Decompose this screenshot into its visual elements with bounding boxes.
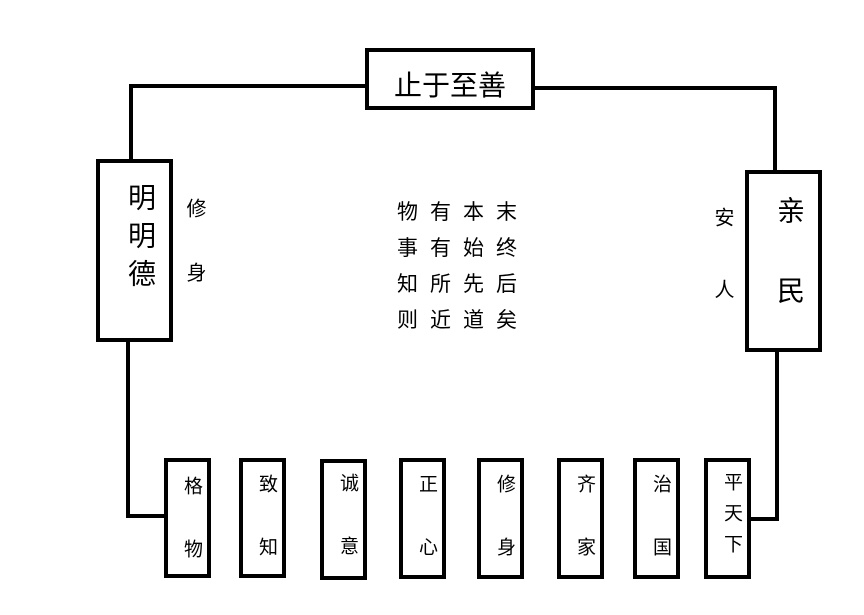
left-box-label: 明明德 (124, 183, 157, 297)
bottom-box-zhiguo: 治国 (633, 458, 680, 600)
bottom-box-zhengxin: 正心 (399, 458, 446, 600)
top-box: 止于至善 (365, 48, 535, 110)
bottom-box-xiushen: 修身 (477, 458, 524, 600)
connector-right-bottom (748, 352, 779, 521)
bottom-box-label: 格物 (181, 476, 203, 602)
left-box: 明明德 (96, 159, 173, 342)
bottom-box-label: 致知 (256, 474, 278, 600)
bottom-box-label: 正心 (416, 474, 438, 600)
connector-left-bottom (126, 340, 167, 518)
connector-top-left (129, 84, 367, 162)
bottom-box-label: 治国 (650, 474, 672, 600)
bottom-box-zhizhi: 致知 (239, 458, 286, 600)
top-box-label: 止于至善 (393, 69, 506, 102)
right-box-label: 亲民 (773, 196, 806, 356)
bottom-box-gewu: 格物 (164, 458, 211, 602)
bottom-box-label: 齐家 (574, 474, 596, 600)
bottom-box-chengyi: 诚意 (320, 459, 367, 599)
right-box: 亲民 (745, 170, 822, 356)
right-side-label: 安人 (711, 207, 735, 351)
bottom-box-qijia: 齐家 (557, 458, 604, 600)
bottom-box-label: 诚意 (337, 473, 359, 599)
bottom-box-label: 修身 (494, 474, 516, 600)
center-line: 事有始终 (397, 236, 529, 260)
center-line: 物有本末 (397, 200, 529, 224)
center-line: 则近道矣 (397, 308, 529, 332)
bottom-box-label: 平天下 (721, 472, 743, 565)
center-text: 物有本末 事有始终 知所先后 则近道矣 (397, 194, 537, 338)
connector-top-right (533, 86, 777, 172)
bottom-box-pingtianxia: 平天下 (704, 458, 751, 579)
left-side-label: 修身 (183, 198, 207, 326)
center-line: 知所先后 (397, 272, 529, 296)
